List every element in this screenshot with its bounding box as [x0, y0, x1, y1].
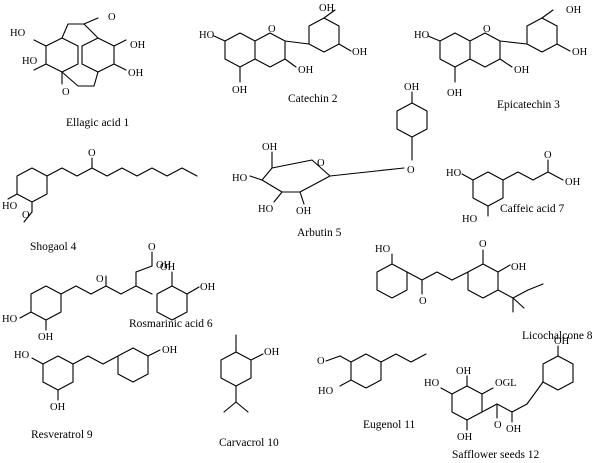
epicatechin-oh-3: OH [566, 5, 582, 16]
caption-rosmarinic-acid: Rosmarinic acid 6 [129, 318, 213, 330]
rosmarinic-o-ester: O [96, 274, 104, 285]
ellagic-ho-1: HO [10, 28, 26, 39]
rosmarinic-oh-2: OH [200, 282, 216, 293]
eugenol-o: O [317, 356, 325, 367]
resveratrol-oh-2: OH [50, 402, 66, 413]
structure-resveratrol [31, 347, 161, 401]
ellagic-ho-2: HO [22, 56, 38, 67]
caption-epicatechin: Epicatechin 3 [497, 99, 560, 111]
catechin-oh-4: OH [352, 47, 368, 58]
structure-ellagic-acid [33, 17, 127, 87]
structure-safflower-seeds [440, 345, 574, 431]
rosmarinic-oh-1: OH [160, 262, 176, 273]
epicatechin-oh-4: OH [572, 47, 588, 58]
rosmarinic-ho: HO [2, 314, 18, 325]
epicatechin-o: O [483, 24, 491, 35]
epicatechin-oh-1: OH [447, 88, 463, 99]
resveratrol-ho: HO [14, 350, 30, 361]
licochalcone-oh: OH [511, 262, 527, 273]
rosmarinic-o-acid: O [148, 242, 156, 253]
ellagic-oh-1: OH [130, 40, 146, 51]
rosmarinic-oh-3: OH [38, 332, 54, 343]
structure-shogaol [7, 157, 198, 223]
structure-epicatechin [427, 9, 571, 83]
epicatechin-oh-2: OH [514, 65, 530, 76]
catechin-o: O [268, 24, 276, 35]
ellagic-oh-2: OH [128, 68, 144, 79]
safflower-oh-2: OH [456, 366, 472, 377]
structure-arbutin [249, 91, 428, 205]
caption-resveratrol: Resveratrol 9 [31, 429, 93, 441]
caffeic-ho-1: HO [446, 168, 462, 179]
resveratrol-oh-1: OH [162, 345, 178, 356]
ellagic-o-2: O [62, 87, 70, 98]
structure-licochalcone [376, 249, 544, 313]
shogaol-o-methoxy: O [22, 210, 30, 221]
catechin-oh-3: OH [319, 3, 335, 14]
shogaol-o: O [88, 148, 96, 159]
catechin-oh-1: OH [232, 85, 248, 96]
safflower-oh-4: OH [506, 424, 522, 435]
caption-arbutin: Arbutin 5 [297, 227, 342, 239]
arbutin-ho-2: HO [258, 204, 274, 215]
caption-carvacrol: Carvacrol 10 [219, 437, 279, 449]
structure-catechin [213, 9, 352, 83]
eugenol-ho: HO [318, 386, 334, 397]
structure-rosmarinic-acid [19, 251, 200, 331]
arbutin-o-ring: O [317, 158, 325, 169]
safflower-ogl: OGL [495, 378, 517, 389]
caption-licochalcone: Licochalcone 8 [522, 330, 593, 342]
arbutin-o-link: O [407, 165, 415, 176]
caption-shogaol: Shogaol 4 [30, 241, 77, 253]
licochalcone-o: O [419, 296, 427, 307]
safflower-oh-3: OH [457, 432, 473, 443]
licochalcone-ho: HO [375, 244, 391, 255]
catechin-oh-2: OH [298, 65, 314, 76]
shogaol-ho: HO [2, 201, 18, 212]
caption-ellagic-acid: Ellagic acid 1 [66, 117, 129, 129]
caffeic-ho-2: HO [462, 214, 478, 225]
caption-catechin: Catechin 2 [288, 93, 338, 105]
arbutin-ho-1: HO [232, 173, 248, 184]
arbutin-oh-2: OH [262, 142, 278, 153]
structure-caffeic-acid [461, 159, 564, 217]
caption-caffeic-acid: Caffeic acid 7 [500, 203, 565, 215]
caffeic-o: O [544, 150, 552, 161]
carvacrol-oh: OH [264, 347, 280, 358]
rosmarinic-oh-acid: OH [156, 260, 172, 271]
structure-carvacrol [220, 334, 264, 413]
caffeic-oh-acid: OH [565, 177, 581, 188]
epicatechin-ho-1: HO [414, 30, 430, 41]
safflower-o: O [494, 420, 502, 431]
arbutin-oh-3: OH [296, 206, 312, 217]
catechin-ho-1: HO [199, 30, 215, 41]
arbutin-oh-1: OH [404, 82, 420, 93]
licochalcone-o-methoxy: O [479, 239, 487, 250]
safflower-oh-1: OH [554, 336, 570, 347]
safflower-ho: HO [424, 378, 440, 389]
structure-eugenol [325, 353, 427, 389]
ellagic-o-1: O [108, 12, 116, 23]
caption-safflower-seeds: Safflower seeds 12 [452, 449, 540, 461]
caption-eugenol: Eugenol 11 [363, 419, 416, 431]
